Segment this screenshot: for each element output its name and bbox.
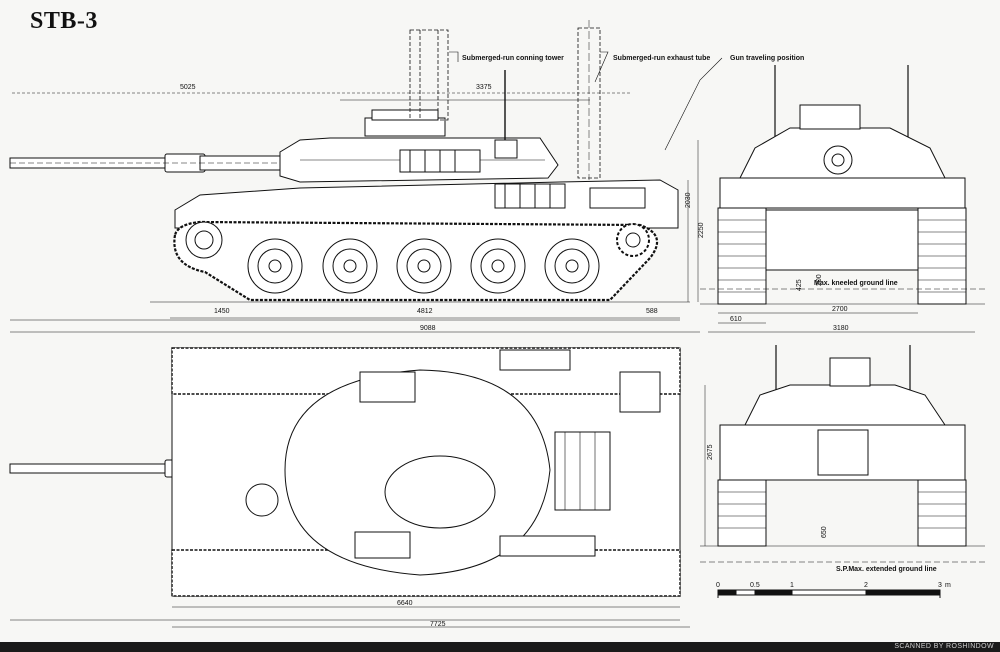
front-view <box>700 65 985 333</box>
side-road-wheels <box>185 221 650 294</box>
dim-650: 650 <box>821 526 828 538</box>
scale-tick-0-5: 0.5 <box>750 582 760 589</box>
dim-2700: 2700 <box>832 306 848 313</box>
side-dimension-lines <box>10 92 700 333</box>
top-cupola-ring <box>384 455 496 529</box>
label-conning-tower: Submerged-run conning tower <box>462 55 564 62</box>
annotation-labels: Submerged-run conning tower Submerged-ru… <box>462 55 937 573</box>
dim-7725: 7725 <box>430 621 446 628</box>
dim-3180: 3180 <box>833 325 849 332</box>
scale-tick-3: 3 <box>938 582 942 589</box>
dim-588: 588 <box>646 308 658 315</box>
side-turret <box>279 70 559 183</box>
dim-610: 610 <box>730 316 742 323</box>
drawing-title: STB-3 <box>30 8 98 34</box>
label-exhaust-tube: Submerged-run exhaust tube <box>613 55 710 62</box>
dim-5025: 5025 <box>180 84 196 91</box>
scale-tick-0: 0 <box>716 582 720 589</box>
dim-9088: 9088 <box>420 325 436 332</box>
side-gun-barrel <box>9 153 281 173</box>
top-view <box>9 347 690 628</box>
rear-view <box>700 345 985 563</box>
label-extended-line: S.P.Max. extended ground line <box>836 566 937 573</box>
scale-unit: m <box>945 582 951 589</box>
dim-200: 200 <box>816 274 823 286</box>
scan-credit: SCANNED BY ROSHINDOW <box>894 643 994 650</box>
dim-1450: 1450 <box>214 308 230 315</box>
dim-2675: 2675 <box>707 444 714 460</box>
dimension-labels: 5025 3375 2030 2250 1450 4812 588 9088 4… <box>180 84 849 628</box>
scale-tick-1: 1 <box>790 582 794 589</box>
scale-tick-2: 2 <box>864 582 868 589</box>
side-hull <box>174 179 679 229</box>
side-conning-tower <box>409 29 449 121</box>
label-kneeled-line: Max. kneeled ground line <box>814 280 898 287</box>
side-view <box>9 20 690 303</box>
dim-4812: 4812 <box>417 308 433 315</box>
dim-2030: 2030 <box>685 192 692 208</box>
dim-6640: 6640 <box>397 600 413 607</box>
dim-3375: 3375 <box>476 84 492 91</box>
dim-2250: 2250 <box>698 222 705 238</box>
top-turret <box>284 369 551 576</box>
scale-bar <box>717 589 941 598</box>
scale-labels: 0 0.5 1 2 3 m <box>716 582 951 589</box>
dim-425: 425 <box>796 279 803 291</box>
label-gun-position: Gun traveling position <box>730 55 804 62</box>
callout-leaders <box>449 51 723 151</box>
scan-footer-bar: SCANNED BY ROSHINDOW <box>0 642 1000 652</box>
